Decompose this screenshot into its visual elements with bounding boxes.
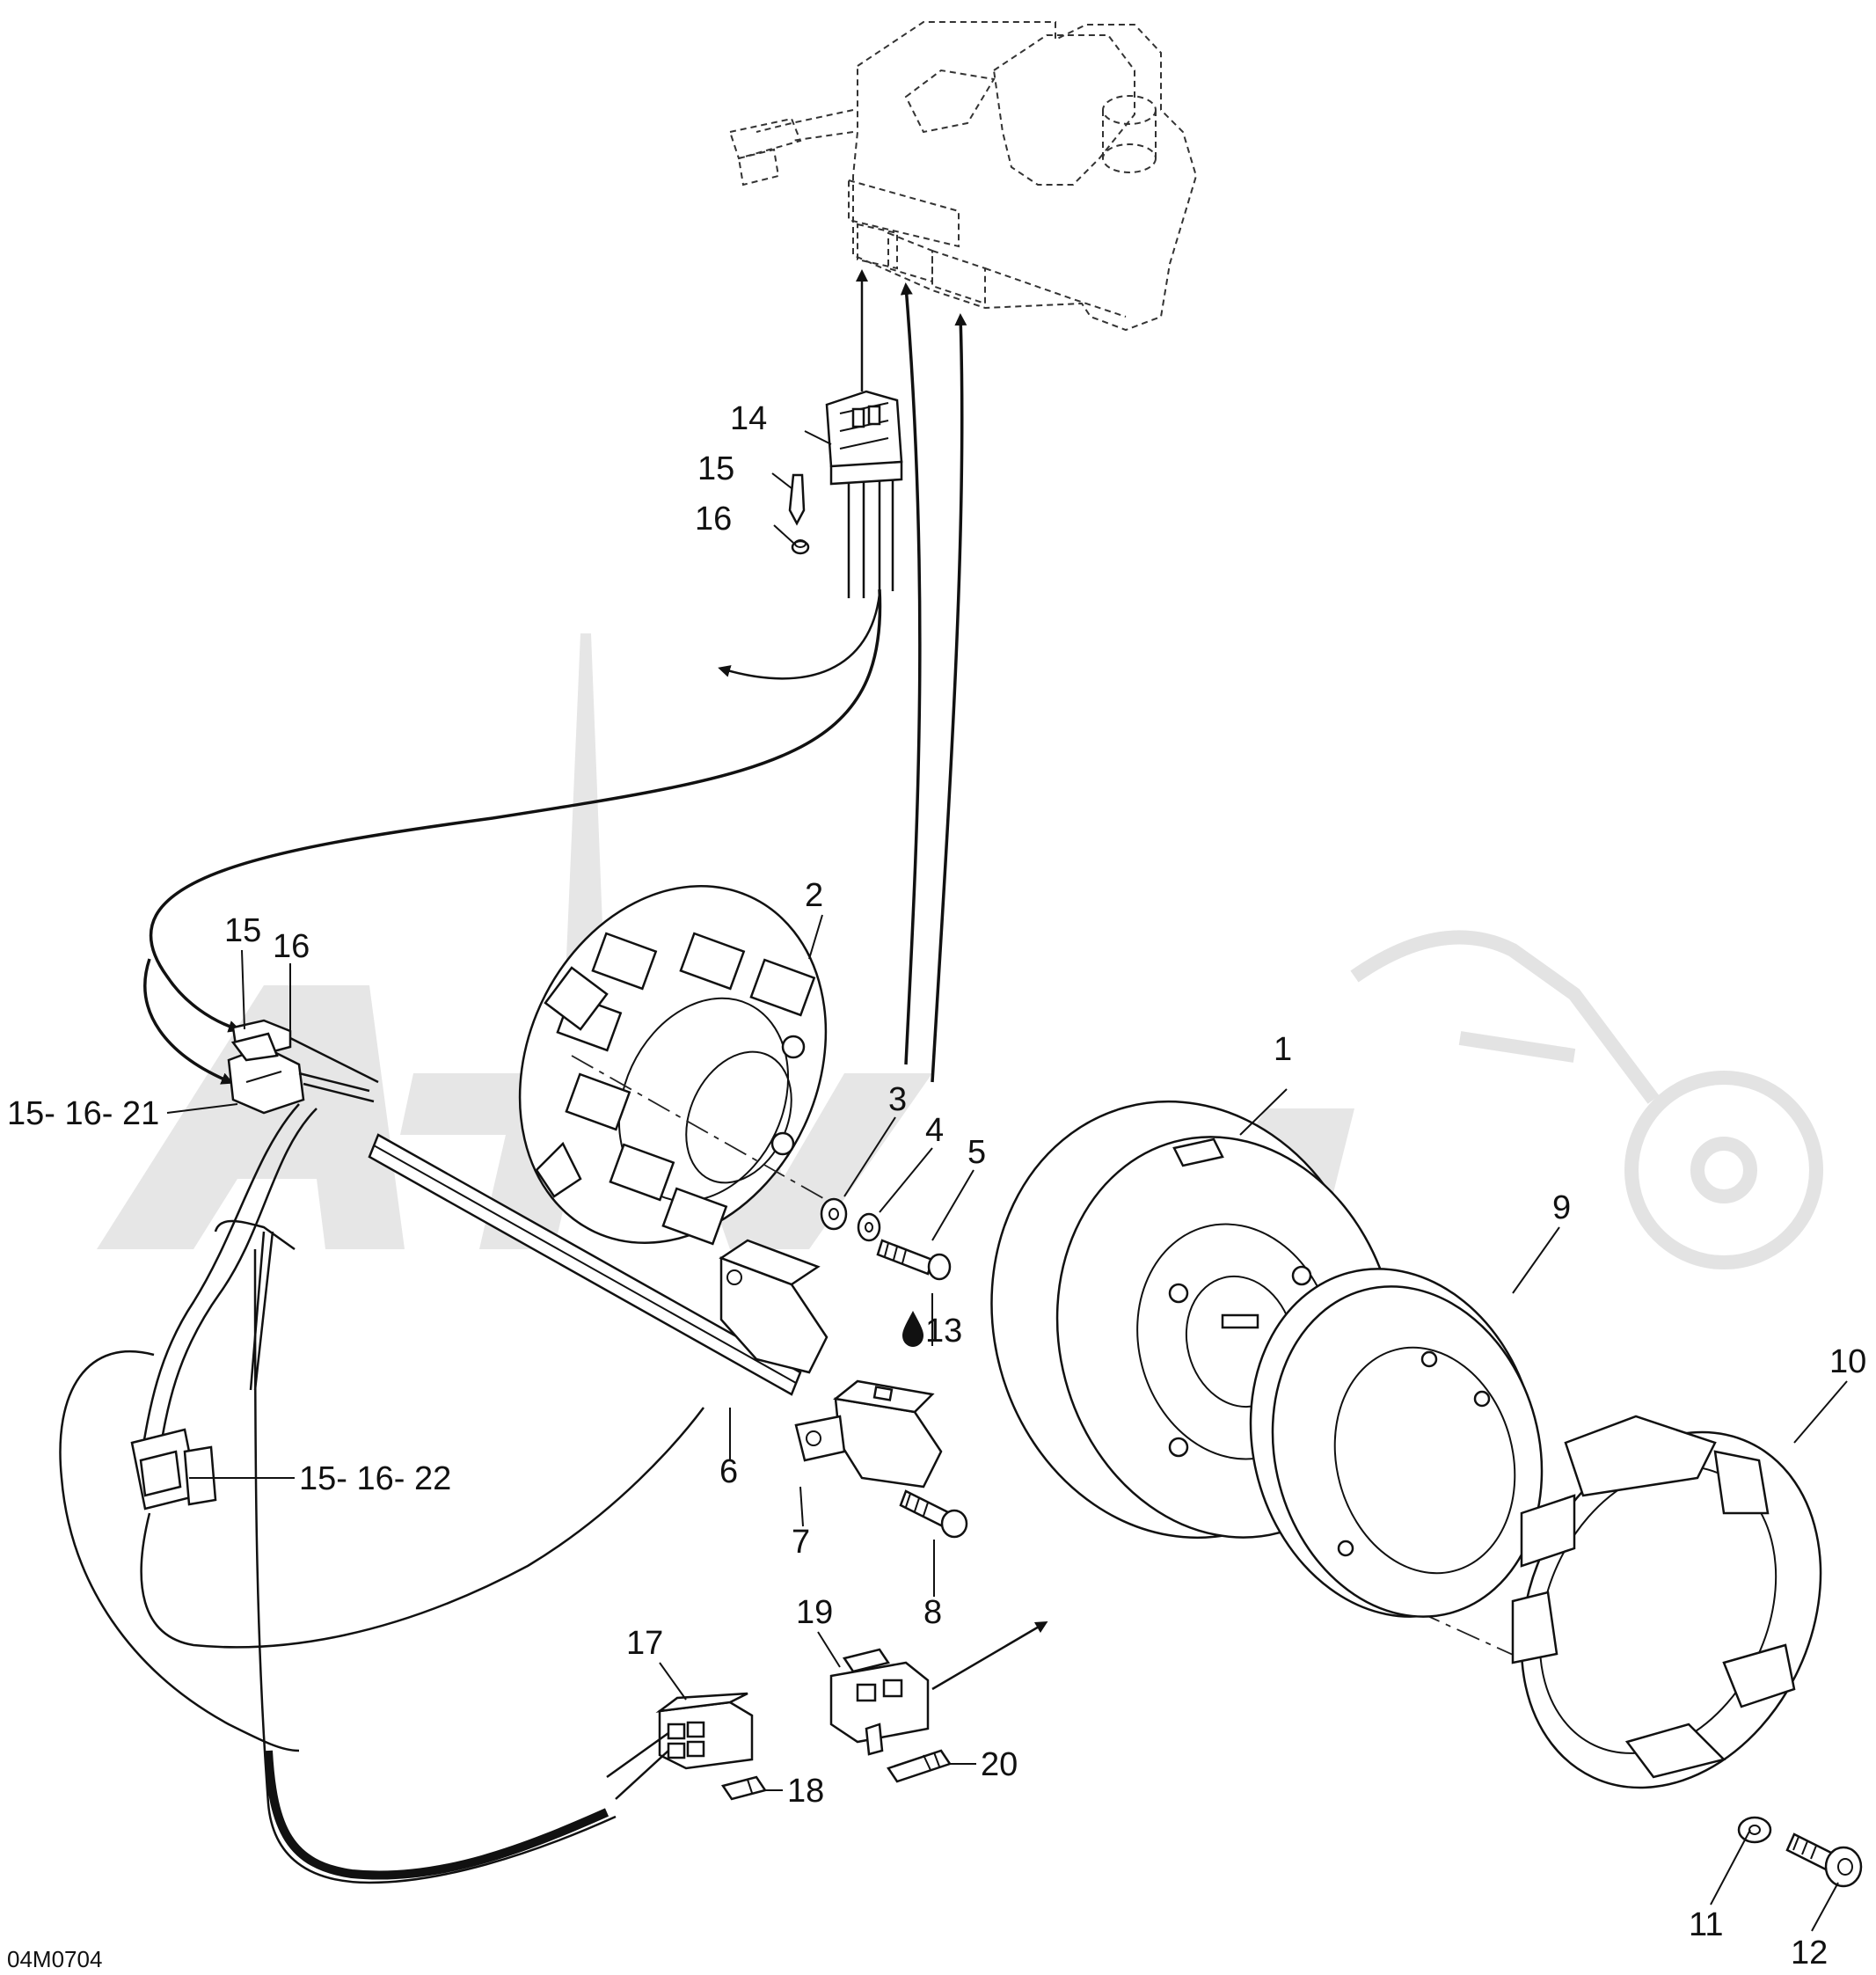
drop-icon bbox=[902, 1311, 923, 1347]
callout-15-16-21: 15- 16- 21 bbox=[7, 1095, 159, 1132]
arrow-to-connector-21 bbox=[143, 958, 234, 1085]
ignition-module bbox=[728, 21, 1198, 332]
callout-16-left: 16 bbox=[273, 928, 310, 965]
watermark-wheel-hub bbox=[1690, 1137, 1757, 1203]
callout-4: 4 bbox=[925, 1112, 944, 1149]
callout-15-left: 15 bbox=[224, 912, 261, 949]
part-8-screw bbox=[899, 1489, 968, 1539]
callout-17: 17 bbox=[626, 1625, 663, 1662]
diagram-code: 04M0704 bbox=[7, 1946, 102, 1972]
callout-1: 1 bbox=[1274, 1031, 1292, 1068]
callout-10: 10 bbox=[1829, 1343, 1866, 1380]
callout-9: 9 bbox=[1552, 1189, 1571, 1226]
arrow-to-module-2 bbox=[900, 282, 922, 1065]
watermark-wheel bbox=[1624, 1071, 1823, 1269]
callout-12: 12 bbox=[1791, 1935, 1828, 1971]
watermark-motorcycle bbox=[1350, 930, 1660, 1104]
callout-2: 2 bbox=[805, 877, 823, 914]
callout-19: 19 bbox=[796, 1594, 833, 1631]
part-5-screw bbox=[876, 1239, 952, 1281]
callout-20: 20 bbox=[981, 1746, 1018, 1783]
wiring-harness-left bbox=[59, 1019, 704, 1884]
callout-16-upper: 16 bbox=[695, 501, 732, 538]
arrow-loop-left bbox=[718, 593, 881, 680]
arrow-to-right bbox=[931, 1620, 1048, 1691]
part-15-terminal-upper bbox=[788, 473, 806, 526]
part-2-stator bbox=[518, 885, 828, 1246]
part-18-terminal bbox=[720, 1775, 768, 1801]
callout-18: 18 bbox=[787, 1773, 824, 1810]
callout-7: 7 bbox=[792, 1524, 810, 1561]
callout-labels: 1 2 3 4 5 6 7 8 9 10 11 12 13 14 15 16 1… bbox=[7, 400, 1866, 1971]
callout-15-upper: 15 bbox=[697, 450, 734, 487]
callout-11: 11 bbox=[1689, 1906, 1723, 1943]
part-16-seal-upper bbox=[791, 539, 810, 555]
callout-13: 13 bbox=[925, 1313, 962, 1350]
arrow-to-connector-15 bbox=[149, 589, 882, 1033]
watermark bbox=[97, 633, 1823, 1269]
callout-15-16-22: 15- 16- 22 bbox=[299, 1460, 451, 1497]
callout-3: 3 bbox=[888, 1081, 907, 1118]
part-9-ring bbox=[1249, 1268, 1544, 1618]
part-10-cover bbox=[1511, 1415, 1822, 1789]
watermark-letter-a bbox=[97, 985, 405, 1249]
part-6-bar bbox=[368, 1133, 829, 1396]
assembly-axis-line bbox=[571, 1055, 836, 1206]
part-14-connector bbox=[825, 390, 903, 598]
callout-5: 5 bbox=[967, 1134, 986, 1171]
callout-6: 6 bbox=[719, 1453, 738, 1490]
part-17-connector bbox=[606, 1692, 754, 1800]
part-19-connector bbox=[829, 1648, 930, 1756]
part-4-lock-washer bbox=[857, 1212, 881, 1242]
leader-lines bbox=[166, 430, 1848, 1932]
part-7-sensor bbox=[794, 1379, 943, 1489]
arrow-to-module-3 bbox=[931, 313, 967, 1083]
part-11-washer bbox=[1737, 1816, 1772, 1844]
part-20-terminal bbox=[887, 1749, 952, 1783]
part-3-washer bbox=[820, 1197, 848, 1231]
part-12-screw bbox=[1785, 1832, 1863, 1888]
callout-14: 14 bbox=[730, 400, 767, 437]
callout-8: 8 bbox=[923, 1594, 942, 1631]
connection-arrows bbox=[143, 269, 1048, 1691]
